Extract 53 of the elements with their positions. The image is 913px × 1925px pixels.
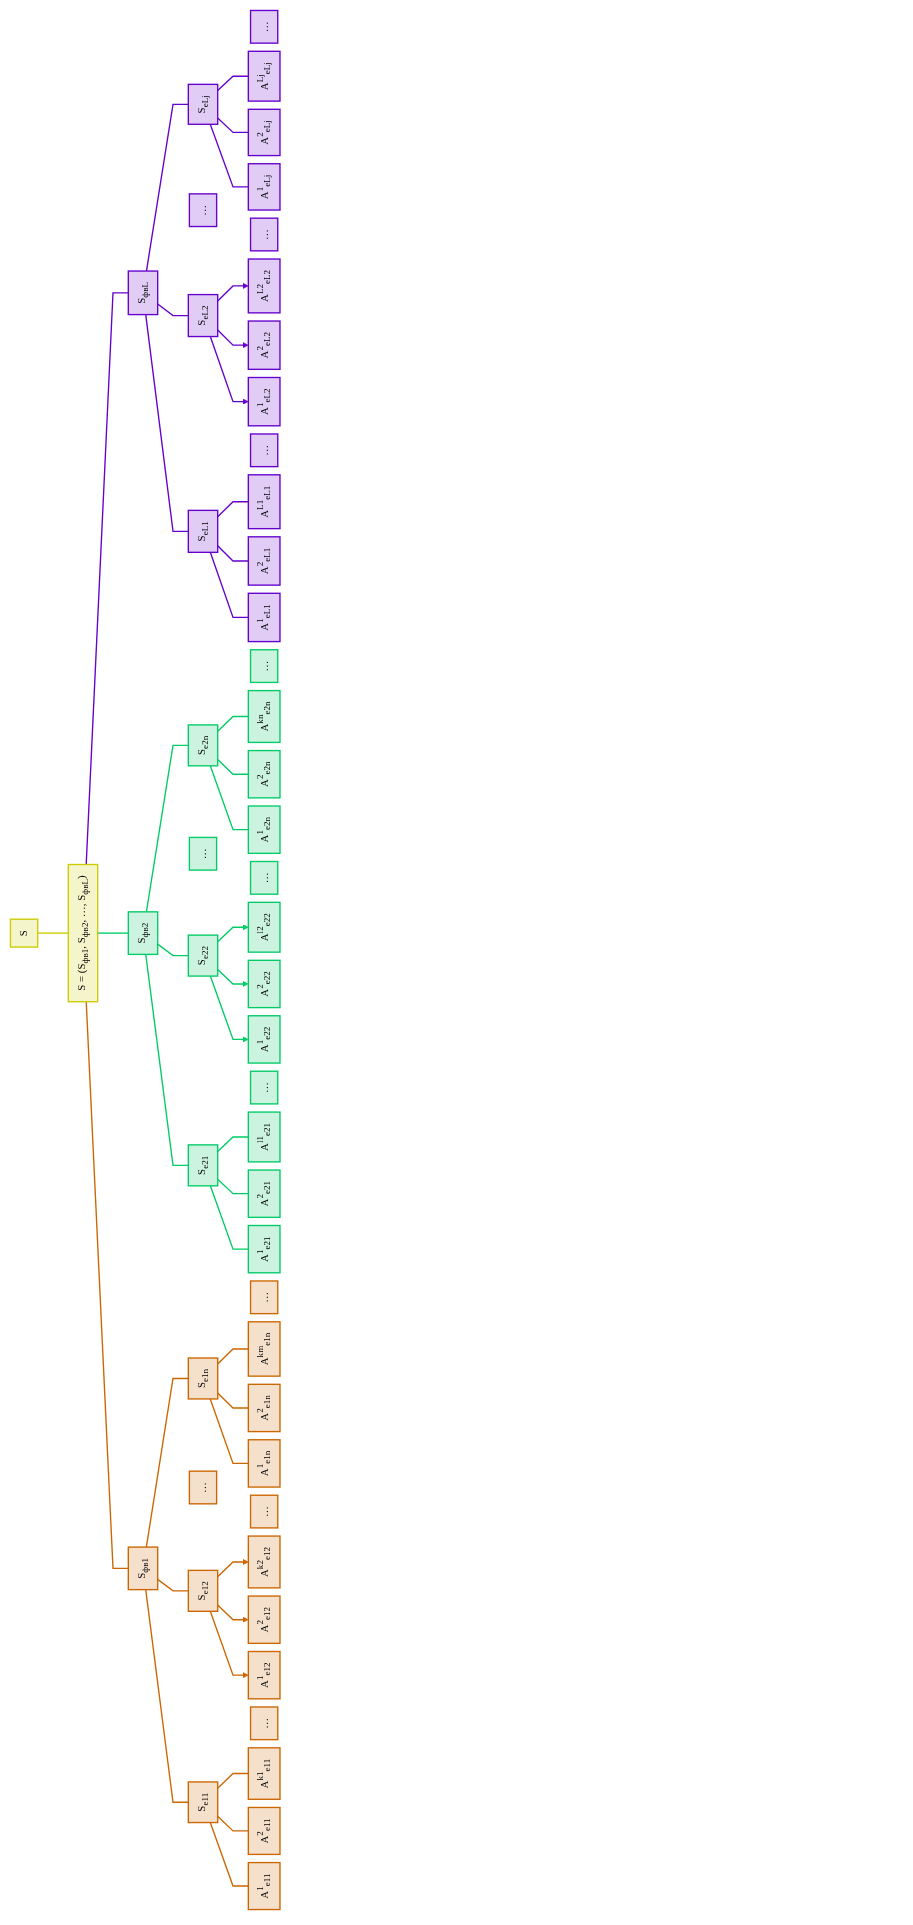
connector [217,1815,249,1832]
connector [157,943,189,957]
connector [217,117,249,134]
node-box: … [249,1280,279,1315]
connector [85,1001,129,1570]
node-box: … [249,860,279,895]
arrow [217,329,249,349]
connector [37,932,69,934]
node-box: … [188,836,218,871]
connector [145,744,189,913]
connector [217,75,249,92]
node-box: … [249,649,279,684]
connector [217,758,249,775]
connector [145,1588,189,1803]
connector [217,545,249,562]
arrow [209,335,249,405]
connector [217,1772,249,1789]
node-box: … [249,217,279,252]
arrow [209,975,249,1043]
connector [157,303,189,317]
connector [209,1185,249,1250]
connector [209,765,249,831]
node-box: … [249,1494,279,1529]
node-box: … [249,1706,279,1741]
connector [217,1136,249,1153]
connector [145,313,189,533]
connector [97,932,129,934]
connector [145,953,189,1166]
node-box: … [188,1470,218,1505]
connector [209,1398,249,1465]
connector [145,1377,189,1548]
connector [157,1578,189,1592]
arrow [217,1604,249,1623]
arrow [217,924,249,943]
connector [217,1348,249,1365]
connector [217,715,249,732]
connector [209,1821,249,1887]
connector [217,501,249,518]
connector [85,292,129,866]
arrow [217,1559,249,1578]
node-box: … [249,1070,279,1105]
connector [217,1392,249,1409]
connector [209,123,249,188]
node-box: … [249,433,279,468]
connector [217,1178,249,1195]
node-box: S [9,918,39,948]
arrow [217,282,249,302]
node-box: … [249,9,279,44]
node-box: … [188,193,218,228]
arrow [209,1610,249,1679]
arrow [217,968,249,987]
connector [209,551,249,619]
connector [145,103,189,272]
